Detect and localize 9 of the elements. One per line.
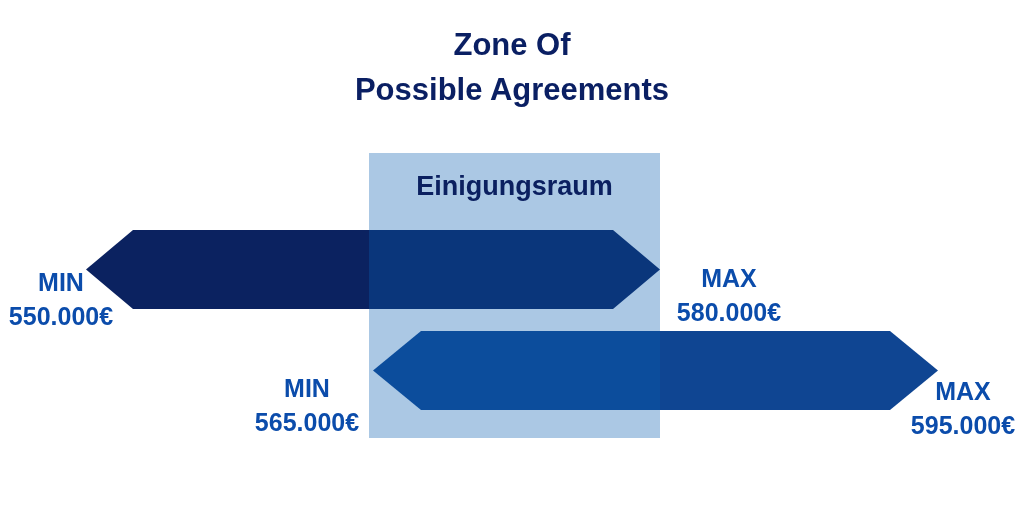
zone-heading: Einigungsraum — [416, 170, 613, 202]
agreement-zone-band — [369, 153, 660, 438]
min-price-label: MIN 565.000€ — [254, 373, 360, 438]
max-price-label: MAX 580.000€ — [676, 263, 782, 328]
min-price-label: MIN 550.000€ — [8, 267, 114, 332]
double-arrow-bar — [373, 331, 938, 410]
max-price-label: MAX 595.000€ — [910, 376, 1016, 441]
diagram-title: Zone Of Possible Agreements — [354, 26, 670, 109]
double-arrow-bar — [86, 230, 660, 309]
